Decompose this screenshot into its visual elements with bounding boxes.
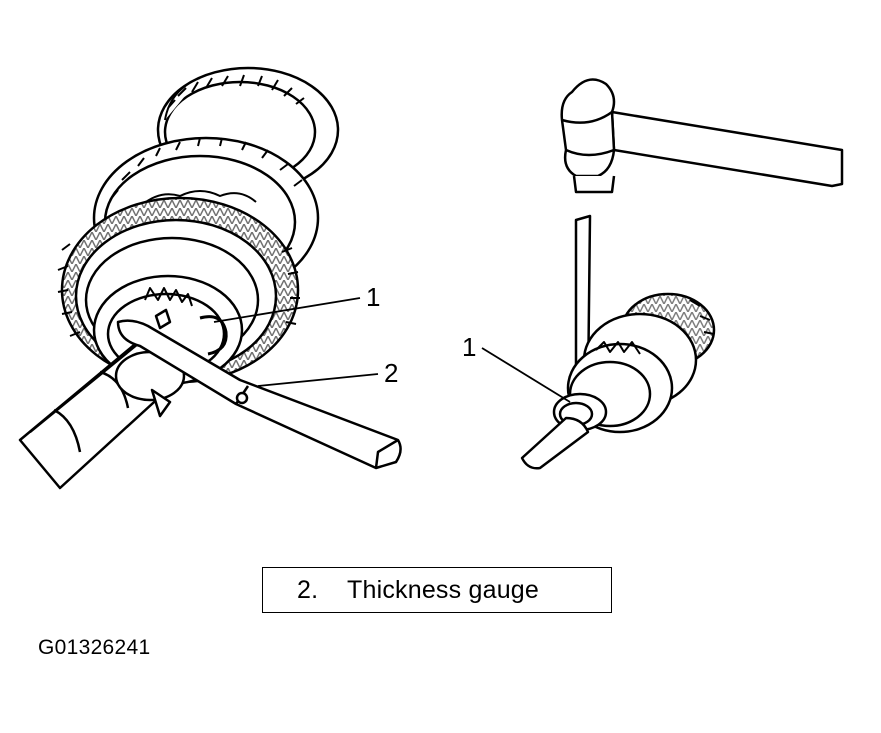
- callout-1-right: 1: [462, 332, 476, 362]
- leader-2-left: [257, 373, 379, 387]
- leader-1-left: [213, 297, 361, 323]
- legend-item-number: 2.: [297, 575, 319, 604]
- right-shaft: [520, 416, 590, 470]
- left-gear-assembly: [18, 66, 402, 490]
- leader-1-right: [481, 347, 571, 403]
- left-leader-lines: [213, 297, 379, 387]
- callout-2-left: 2: [384, 358, 398, 388]
- figure-id: G01326241: [38, 636, 151, 659]
- legend-box: 2. Thickness gauge: [262, 567, 612, 613]
- callout-1-left: 1: [366, 282, 380, 312]
- right-leader-lines: [481, 347, 571, 403]
- hammer: [560, 78, 844, 194]
- right-assembly: [520, 78, 844, 470]
- thickness-gauge: [116, 319, 402, 470]
- legend-item-label: Thickness gauge: [347, 575, 540, 604]
